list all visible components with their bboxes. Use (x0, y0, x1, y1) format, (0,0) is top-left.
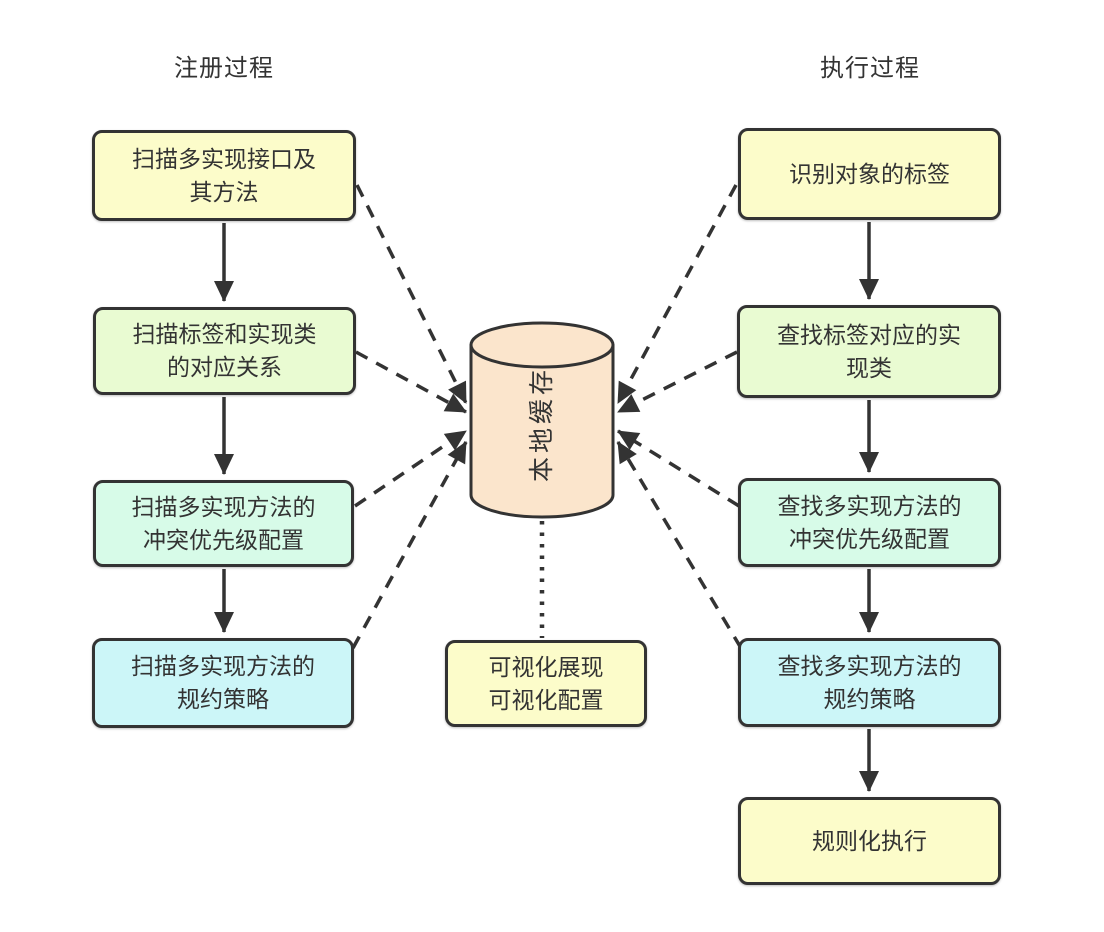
execute-step-4-line-2: 规约策略 (823, 685, 916, 712)
dashed-execute-4-cache (616, 441, 743, 649)
cache-cylinder: 本地缓存 (469, 321, 615, 519)
execute-column-title: 执行过程 (820, 55, 920, 82)
register-step-2-line-2: 的对应关系 (167, 354, 282, 380)
register-column-title: 注册过程 (174, 55, 274, 82)
visualization-line-1: 可视化展现 (488, 653, 604, 680)
dashed-register-2-cache (355, 350, 467, 414)
execute-step-3: 查找多实现方法的 冲突优先级配置 (738, 478, 1001, 567)
dashed-execute-1-cache (616, 184, 738, 404)
dashed-register-4-cache (351, 441, 468, 649)
execute-step-4-line-1: 查找多实现方法的 (777, 652, 962, 679)
execute-step-3-line-1: 查找多实现方法的 (777, 492, 962, 519)
cache-label: 本地缓存 (528, 366, 556, 482)
execute-step-4: 查找多实现方法的 规约策略 (738, 638, 1001, 727)
execute-step-2: 查找标签对应的实 现类 (737, 305, 1001, 398)
register-step-2-line-1: 扫描标签和实现类 (132, 321, 317, 348)
register-step-4-line-1: 扫描多实现方法的 (131, 653, 315, 680)
visualization-line-2: 可视化配置 (488, 686, 604, 713)
register-step-1: 扫描多实现接口及 其方法 (92, 130, 356, 221)
execute-step-1-line-1: 识别对象的标签 (789, 160, 950, 187)
execute-step-2-line-2: 现类 (846, 354, 892, 381)
execute-step-2-line-1: 查找标签对应的实 (777, 321, 961, 348)
register-step-4: 扫描多实现方法的 规约策略 (92, 638, 354, 728)
visualization-box: 可视化展现 可视化配置 (445, 640, 647, 727)
execute-step-5: 规则化执行 (738, 797, 1001, 885)
dashed-execute-3-cache (617, 429, 740, 508)
execute-step-3-line-2: 冲突优先级配置 (789, 525, 950, 552)
execute-step-5-line-1: 规则化执行 (812, 827, 927, 854)
register-step-3: 扫描多实现方法的 冲突优先级配置 (93, 480, 354, 567)
cache-cylinder-body (469, 343, 615, 519)
register-step-3-line-2: 冲突优先级配置 (143, 526, 304, 553)
register-step-1-line-2: 其方法 (189, 178, 259, 205)
register-step-4-line-2: 规约策略 (177, 686, 269, 712)
register-step-2: 扫描标签和实现类 的对应关系 (93, 307, 356, 395)
dashed-register-1-cache (355, 184, 468, 404)
register-step-1-line-1: 扫描多实现接口及 (132, 145, 316, 172)
execute-step-1: 识别对象的标签 (738, 128, 1001, 220)
register-step-3-line-1: 扫描多实现方法的 (131, 493, 316, 520)
cache-cylinder-top (469, 321, 615, 369)
